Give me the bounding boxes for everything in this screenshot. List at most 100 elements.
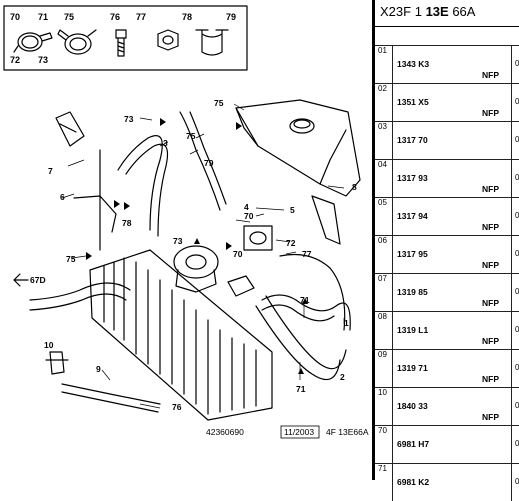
bolt-icon	[115, 29, 127, 57]
part-nfp-flag: NFP	[482, 374, 499, 384]
legend-num-73: 73	[38, 55, 48, 65]
row-rule	[375, 273, 519, 274]
row-col-rule	[392, 273, 393, 311]
callout-1: 1	[344, 318, 349, 328]
part-side-code: 01	[515, 59, 519, 68]
callout-79: 79	[204, 158, 214, 168]
part-reference: 1319 71	[397, 363, 428, 373]
row-col-rule-right	[511, 425, 512, 463]
row-col-rule	[392, 45, 393, 83]
row-col-rule	[392, 463, 393, 501]
callout-3: 3	[163, 138, 168, 148]
callout-72: 72	[286, 238, 296, 248]
legend-num-71: 71	[38, 12, 48, 22]
exploded-parts-diagram: 70 71 72 73 75 76 77 78 79 1 2 3 4 5 6 7…	[3, 5, 369, 439]
header-text-c: 13E	[425, 4, 449, 19]
row-col-rule-right	[511, 235, 512, 273]
hose-6	[73, 195, 117, 233]
row-col-rule	[392, 235, 393, 273]
row-col-rule	[392, 121, 393, 159]
part-side-code: 05	[515, 477, 519, 486]
part-side-code: 01	[515, 97, 519, 106]
clip-10	[49, 351, 65, 375]
callout-71a: 71	[300, 295, 310, 305]
row-rule	[375, 159, 519, 160]
callout-71b: 71	[296, 384, 306, 394]
part-nfp-flag: NFP	[482, 336, 499, 346]
part-side-code: 01	[515, 363, 519, 372]
legend-num-78: 78	[182, 12, 192, 22]
row-col-rule	[392, 197, 393, 235]
legend-num-79: 79	[226, 12, 236, 22]
spring-clip-icon	[57, 29, 97, 55]
part-reference: 6981 H7	[397, 439, 430, 449]
row-col-rule	[392, 349, 393, 387]
legend-num-72: 72	[10, 55, 20, 65]
part-reference: 1319 85	[397, 287, 428, 297]
callout-5: 5	[290, 205, 295, 215]
footer-date: 11/2003	[284, 427, 314, 437]
part-row-number: 02	[378, 84, 387, 93]
part-reference: 1343 K3	[397, 59, 430, 69]
part-side-code: 01	[515, 325, 519, 334]
part-row-number: 04	[378, 160, 387, 169]
row-col-rule-right	[511, 45, 512, 83]
part-nfp-flag: NFP	[482, 184, 499, 194]
part-nfp-flag: NFP	[482, 298, 499, 308]
hose-67d	[29, 282, 131, 301]
clamp-icon	[195, 29, 229, 56]
part-row[interactable]: 02 1351 X5 NFP 01	[375, 83, 519, 121]
part-reference: 1317 94	[397, 211, 428, 221]
legend-num-75: 75	[64, 12, 74, 22]
part-reference: 6981 K2	[397, 477, 430, 487]
part-side-code: 01	[515, 401, 519, 410]
part-nfp-flag: NFP	[482, 222, 499, 232]
header-rule	[375, 26, 519, 27]
row-col-rule-right	[511, 463, 512, 501]
header-gap	[375, 27, 519, 45]
row-col-rule-right	[511, 83, 512, 121]
part-side-code: 01	[515, 249, 519, 258]
pipe-9	[61, 383, 161, 405]
row-rule	[375, 45, 519, 46]
radiator	[89, 249, 273, 421]
part-row-number: 01	[378, 46, 387, 55]
row-rule	[375, 83, 519, 84]
part-side-code: 01	[515, 135, 519, 144]
header-text-b: 1	[414, 4, 422, 19]
part-reference: 1317 93	[397, 173, 428, 183]
hose-2	[265, 295, 347, 370]
part-row[interactable]: 04 1317 93 NFP 01	[375, 159, 519, 197]
row-rule	[375, 197, 519, 198]
row-rule	[375, 463, 519, 464]
callout-76: 76	[172, 402, 182, 412]
part-side-code: 01	[515, 173, 519, 182]
row-rule	[375, 349, 519, 350]
parts-list-header: X23F 1 13E 66A	[375, 0, 519, 26]
part-reference: 1840 33	[397, 401, 428, 411]
part-row-number: 08	[378, 312, 387, 321]
hose-tank	[279, 253, 346, 331]
row-col-rule	[392, 159, 393, 197]
part-nfp-flag: NFP	[482, 108, 499, 118]
callout-78: 78	[122, 218, 132, 228]
part-reference: 1351 X5	[397, 97, 429, 107]
bracket-8	[311, 195, 341, 245]
thermostat-housing	[227, 225, 273, 297]
clip-legend-box	[3, 5, 248, 71]
part-row-number: 10	[378, 388, 387, 397]
row-rule	[375, 121, 519, 122]
parts-list-panel: X23F 1 13E 66A 01 1343 K3 NFP 01 02 1351 X5 NF…	[375, 0, 519, 501]
row-rule	[375, 387, 519, 388]
part-side-code: 01	[515, 211, 519, 220]
